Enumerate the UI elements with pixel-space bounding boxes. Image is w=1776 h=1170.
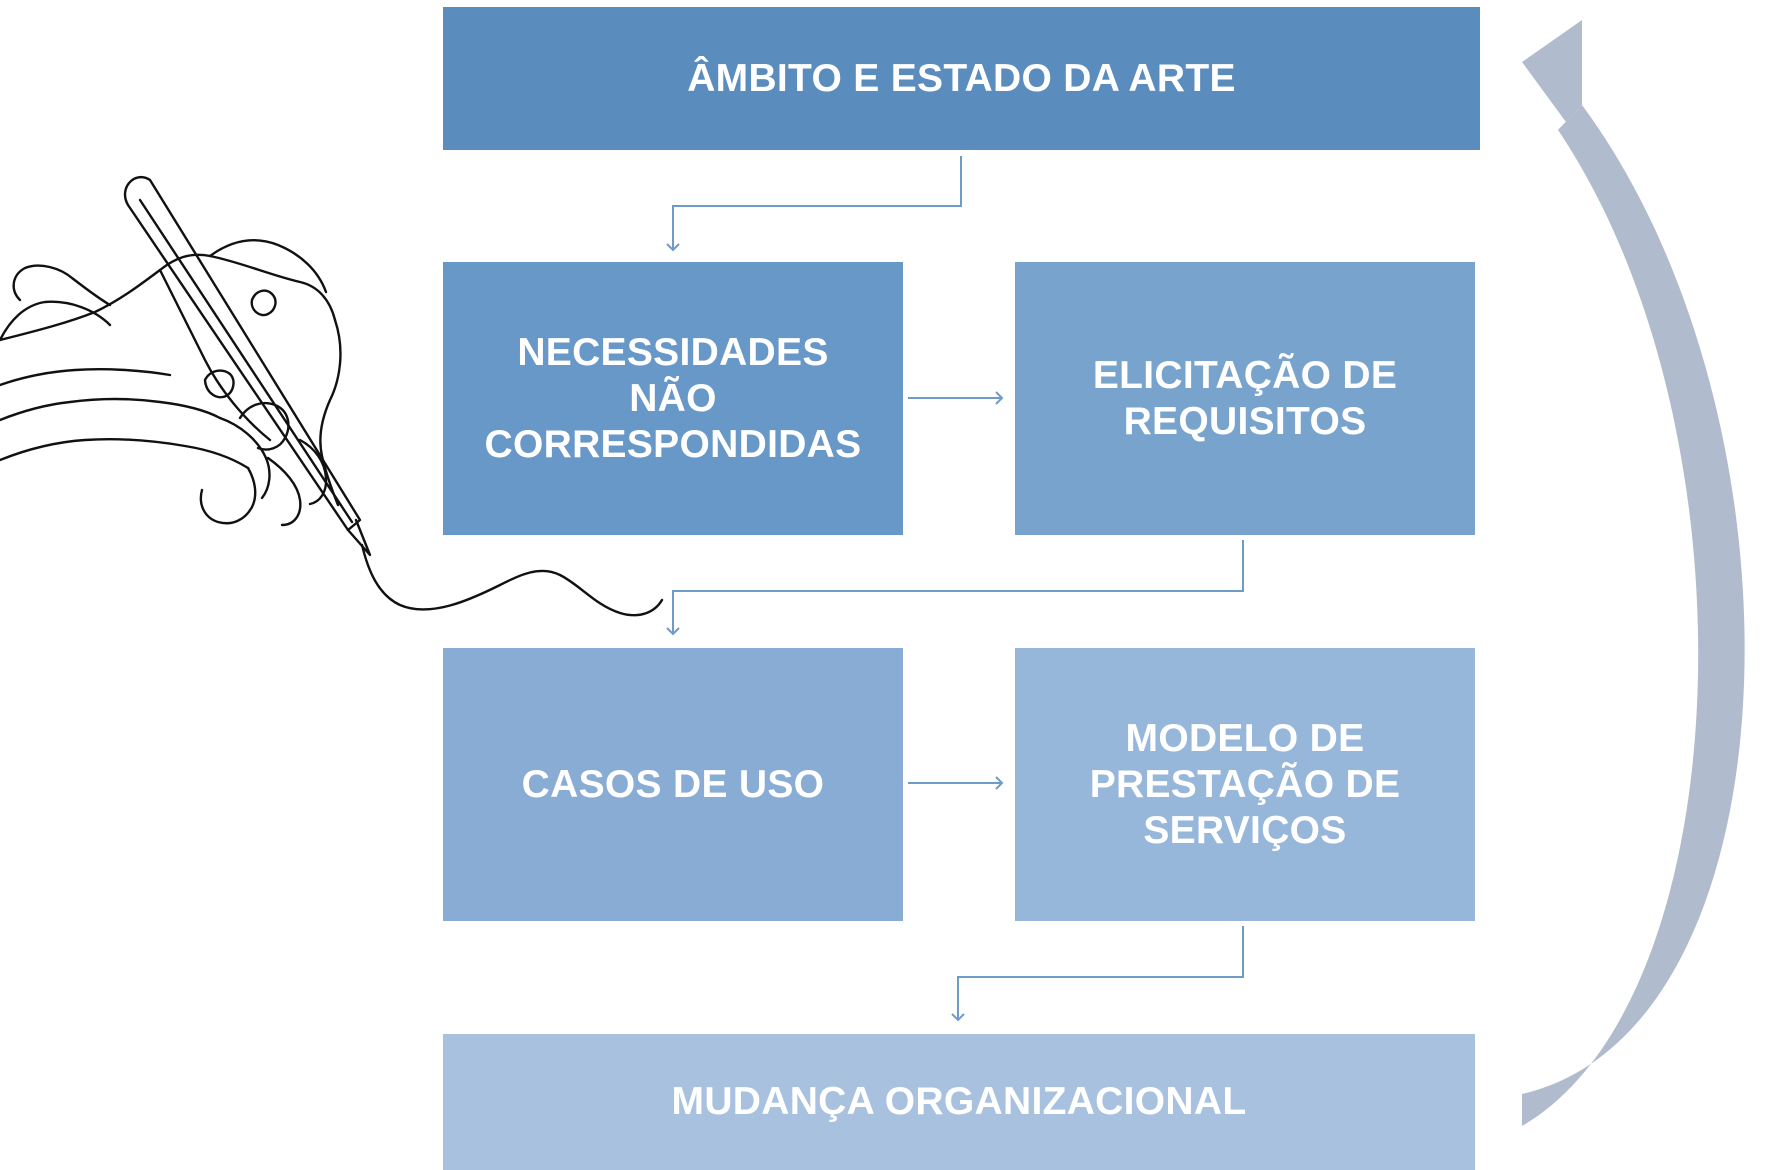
box-necessidades-nao-correspondidas: NECESSIDADES NÃO CORRESPONDIDAS [443, 262, 903, 535]
box-ambito-estado-da-arte: ÂMBITO E ESTADO DA ARTE [443, 7, 1480, 150]
box-elicitacao-de-requisitos: ELICITAÇÃO DE REQUISITOS [1015, 262, 1475, 535]
connector-elicitacao-to-casos [666, 540, 1244, 636]
box-mudanca-organizacional: MUDANÇA ORGANIZACIONAL [443, 1034, 1475, 1170]
cycle-return-arrow-icon [1522, 20, 1745, 1126]
connector-ambito-to-necessidades [666, 156, 962, 252]
connector-modelo-to-mudanca [951, 926, 1244, 1022]
box-casos-de-uso: CASOS DE USO [443, 648, 903, 921]
box-modelo-de-prestacao-de-servicos: MODELO DE PRESTAÇÃO DE SERVIÇOS [1015, 648, 1475, 921]
